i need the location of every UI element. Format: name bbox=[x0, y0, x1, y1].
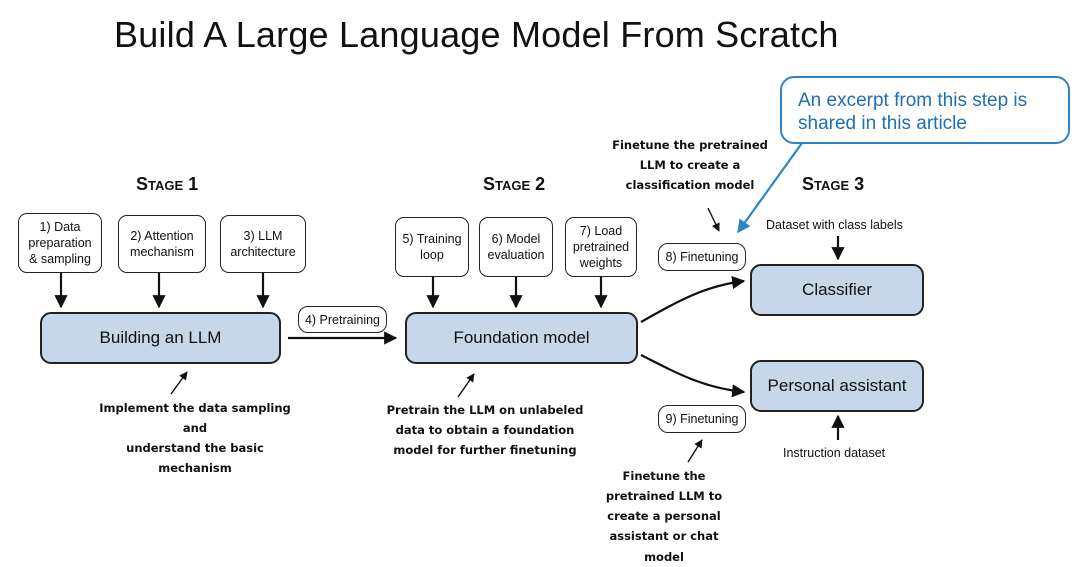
step-llm-architecture: 3) LLM architecture bbox=[220, 215, 306, 273]
step-attention-mechanism: 2) Attention mechanism bbox=[118, 215, 206, 273]
arrow-note-stage1 bbox=[170, 371, 188, 395]
note-stage-2: Pretrain the LLM on unlabeled data to ob… bbox=[386, 403, 584, 458]
note-classification: Finetune the pretrained LLM to create a … bbox=[612, 138, 768, 193]
dataset-class-labels: Dataset with class labels bbox=[766, 218, 903, 232]
dataset-instruction: Instruction dataset bbox=[783, 446, 886, 460]
step-model-evaluation: 6) Model evaluation bbox=[479, 217, 553, 277]
classifier-box: Classifier bbox=[750, 264, 924, 316]
arrow-foundation-to-classifier bbox=[640, 275, 746, 323]
foundation-model-box: Foundation model bbox=[405, 312, 638, 364]
step-pretraining: 4) Pretraining bbox=[298, 306, 387, 333]
arrow-callout bbox=[737, 142, 803, 234]
callout-excerpt: An excerpt from this step is shared in t… bbox=[780, 76, 1070, 144]
page-title: Build A Large Language Model From Scratc… bbox=[114, 14, 839, 55]
note-stage-1: Implement the data sampling and understa… bbox=[99, 401, 291, 476]
arrow-foundation-to-assistant bbox=[640, 354, 746, 398]
arrow-note-stage2 bbox=[457, 373, 475, 398]
arrow-note-assistant bbox=[687, 439, 703, 463]
step-data-preparation: 1) Data preparation & sampling bbox=[18, 213, 102, 273]
step-training-loop: 5) Training loop bbox=[395, 217, 469, 277]
step-finetuning-9: 9) Finetuning bbox=[658, 405, 746, 433]
step-load-pretrained-weights: 7) Load pretrained weights bbox=[565, 217, 637, 277]
stage-3-heading: Stage 3 bbox=[802, 174, 865, 194]
stage-1-heading: Stage 1 bbox=[136, 174, 199, 194]
personal-assistant-box: Personal assistant bbox=[750, 360, 924, 412]
building-llm-box: Building an LLM bbox=[40, 312, 281, 364]
step-finetuning-8: 8) Finetuning bbox=[658, 243, 746, 271]
arrow-note-classification bbox=[707, 207, 720, 232]
stage-2-heading: Stage 2 bbox=[483, 174, 546, 194]
note-assistant: Finetune the pretrained LLM to create a … bbox=[605, 469, 723, 564]
